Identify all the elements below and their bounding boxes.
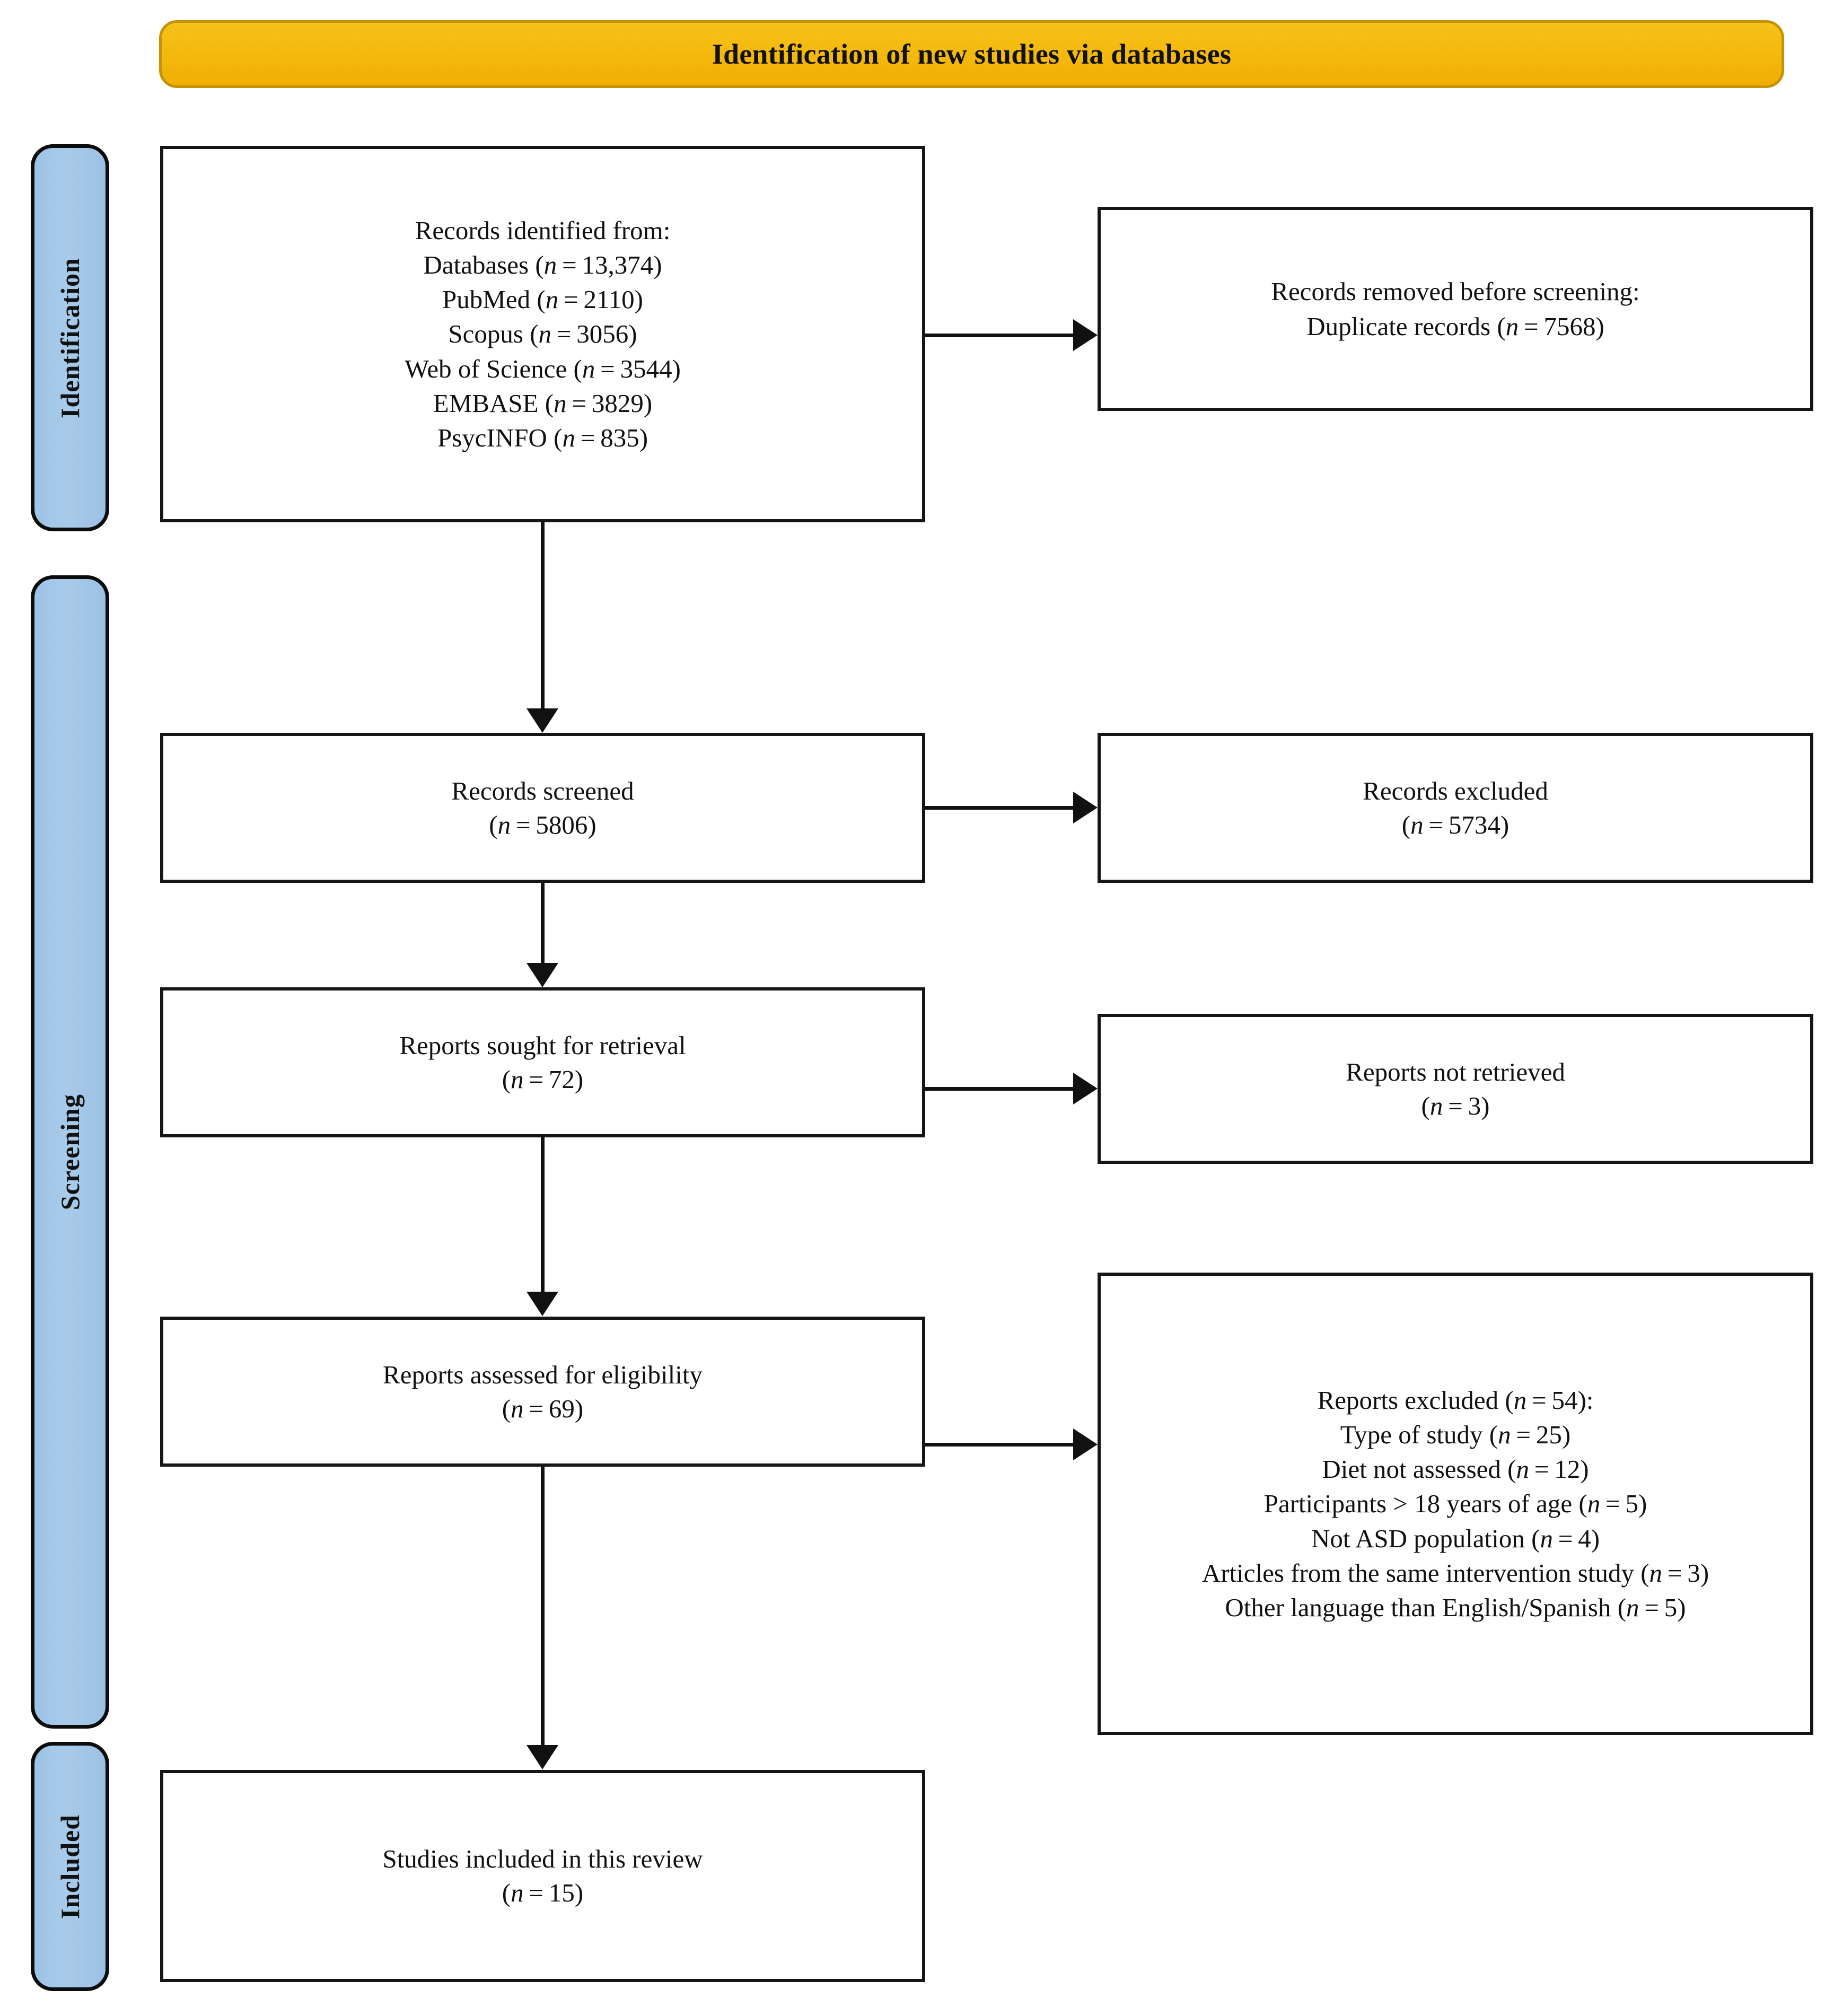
box-heading: Records identified from: — [415, 215, 671, 245]
box-heading: Records screened — [451, 776, 634, 805]
box-records-screened: Records screened (n = 5806) — [160, 733, 925, 883]
exclusion-reason: Not ASD population (n = 4) — [1311, 1523, 1600, 1553]
arrowhead-right — [1073, 1073, 1098, 1105]
box-studies-included: Studies included in this review (n = 15) — [160, 1770, 925, 1982]
arrowhead-down — [526, 1745, 558, 1769]
box-reports-sought: Reports sought for retrieval (n = 72) — [160, 987, 925, 1137]
stage-label-screening: Screening — [31, 575, 109, 1729]
box-reports-not-retrieved: Reports not retrieved (n = 3) — [1098, 1014, 1813, 1164]
exclusion-reason: Participants > 18 years of age (n = 5) — [1263, 1489, 1647, 1519]
box-count: (n = 15) — [502, 1878, 584, 1907]
box-heading: Reports excluded (n = 54): — [1317, 1385, 1594, 1415]
stage-label-included: Included — [31, 1742, 109, 1991]
removed-row: Duplicate records (n = 7568) — [1306, 311, 1604, 341]
identified-row: PsycINFO (n = 835) — [437, 423, 648, 452]
exclusion-reason: Other language than English/Spanish (n =… — [1225, 1592, 1686, 1622]
connector-screened-to-sought — [541, 883, 545, 963]
box-records-removed: Records removed before screening: Duplic… — [1098, 207, 1813, 411]
connector-sought-to-eligibility — [541, 1137, 545, 1292]
connector-eligibility-to-excluded — [925, 1443, 1073, 1447]
exclusion-reason: Type of study (n = 25) — [1340, 1420, 1571, 1450]
identified-row: Web of Science (n = 3544) — [405, 354, 681, 383]
diagram-banner: Identification of new studies via databa… — [159, 20, 1784, 88]
connector-sought-to-not-retrieved — [925, 1087, 1073, 1091]
box-count: (n = 69) — [502, 1393, 584, 1423]
arrowhead-right — [1073, 1428, 1098, 1460]
box-heading: Reports sought for retrieval — [399, 1030, 686, 1060]
stage-label-identification: Identification — [31, 144, 109, 531]
box-count: (n = 5734) — [1401, 810, 1510, 839]
identified-row: Scopus (n = 3056) — [448, 319, 637, 349]
box-count: (n = 3) — [1421, 1091, 1490, 1120]
arrowhead-down — [526, 708, 558, 733]
box-records-excluded: Records excluded (n = 5734) — [1098, 733, 1813, 883]
connector-identified-to-removed — [925, 334, 1073, 337]
box-reports-assessed: Reports assessed for eligibility (n = 69… — [160, 1317, 925, 1467]
box-heading: Records excluded — [1363, 776, 1548, 805]
stage-label-text: Included — [55, 1814, 85, 1919]
stage-label-text: Screening — [55, 1093, 85, 1211]
arrowhead-right — [1073, 792, 1098, 823]
arrowhead-down — [526, 963, 558, 987]
box-records-identified: Records identified from: Databases (n = … — [160, 146, 925, 522]
arrowhead-right — [1073, 319, 1098, 351]
box-reports-excluded: Reports excluded (n = 54): Type of study… — [1098, 1273, 1813, 1735]
box-heading: Records removed before screening: — [1271, 277, 1640, 306]
connector-screened-to-excluded — [925, 806, 1073, 810]
banner-title: Identification of new studies via databa… — [712, 38, 1232, 70]
arrowhead-down — [526, 1292, 558, 1316]
box-count: (n = 72) — [502, 1064, 584, 1094]
connector-identified-to-screened — [541, 522, 545, 709]
identified-row: Databases (n = 13,374) — [423, 250, 662, 280]
connector-eligibility-to-included — [541, 1467, 545, 1746]
exclusion-reason: Articles from the same intervention stud… — [1201, 1558, 1709, 1588]
stage-label-text: Identification — [55, 257, 85, 418]
identified-row: PubMed (n = 2110) — [442, 285, 643, 314]
exclusion-reason: Diet not assessed (n = 12) — [1322, 1454, 1589, 1484]
box-count: (n = 5806) — [489, 810, 596, 839]
box-heading: Reports not retrieved — [1346, 1057, 1565, 1086]
box-heading: Studies included in this review — [382, 1844, 703, 1874]
identified-row: EMBASE (n = 3829) — [433, 388, 653, 418]
box-heading: Reports assessed for eligibility — [383, 1360, 703, 1389]
